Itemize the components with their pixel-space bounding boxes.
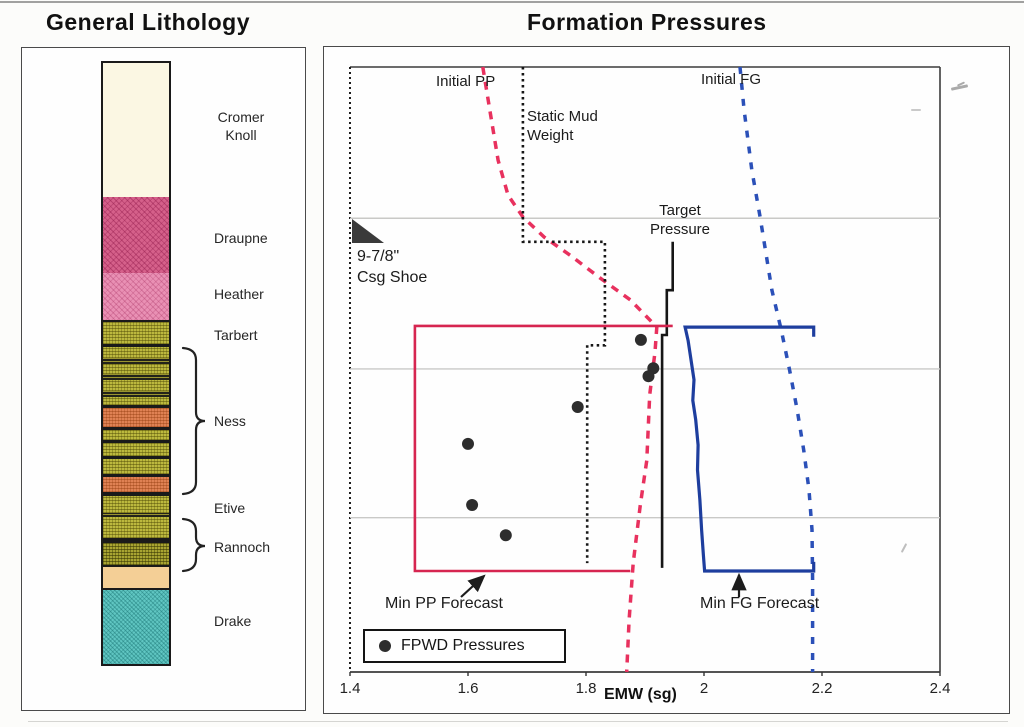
x-tick-label: 2.2 <box>811 680 833 697</box>
pressures-panel <box>323 46 1010 714</box>
lith-band-olive <box>103 364 169 374</box>
target-pressure-label: Target Pressure <box>649 202 711 238</box>
lith-band-cream <box>103 63 169 197</box>
fpwd-pressure-point <box>634 333 647 346</box>
series-target_pressure <box>660 241 675 568</box>
formation-label: Tarbert <box>214 327 258 343</box>
scan-artifact-bottom-edge <box>28 721 1008 722</box>
lith-band-dark <box>103 358 169 364</box>
lith-band-olive <box>103 380 169 391</box>
formation-brace-icon <box>181 517 206 573</box>
lith-band-orange <box>103 477 169 492</box>
x-tick-label: 1.6 <box>457 680 479 697</box>
lith-band-sep <box>103 320 169 322</box>
formation-brace-icon <box>181 346 206 496</box>
lith-band-sep <box>103 405 169 408</box>
lith-band-dark <box>103 374 169 380</box>
lith-band-olive <box>103 430 169 440</box>
lith-band-sep <box>103 588 169 590</box>
lith-band-dark <box>103 513 169 517</box>
lith-band-dark <box>103 391 169 397</box>
min-pp-arrow-icon <box>460 574 486 598</box>
csg-shoe-label: 9-7/8" Csg Shoe <box>357 248 428 286</box>
initial-fg-label: Initial FG <box>701 71 762 88</box>
fpwd-pressure-point <box>466 499 479 511</box>
formation-label: Draupne <box>214 230 268 246</box>
lith-band-sep <box>103 427 169 430</box>
x-tick-label: 1.8 <box>575 680 597 697</box>
legend: FPWD Pressures <box>363 629 566 663</box>
formation-label: Ness <box>214 413 246 429</box>
static-mud-weight-label: Static Mud Weight <box>527 108 598 144</box>
series-static_mud_weight <box>521 67 607 564</box>
lith-band-olive <box>103 496 169 513</box>
pressures-title: Formation Pressures <box>527 9 767 35</box>
casing-shoe-icon <box>352 219 384 243</box>
series-min_fg_forecast <box>683 325 816 573</box>
initial-pp-label: Initial PP <box>436 73 496 90</box>
lith-band-sep <box>103 538 169 543</box>
lith-band-sep <box>103 565 169 567</box>
formation-label: Etive <box>214 500 246 516</box>
lith-band-pink_light <box>103 273 169 320</box>
fpwd-dot-icon <box>379 640 391 652</box>
fpwd-pressure-point <box>571 401 584 413</box>
lith-band-olive <box>103 459 169 474</box>
x-tick-label: 2.4 <box>929 680 951 697</box>
lith-band-sep <box>103 344 169 347</box>
formation-label: Cromer Knoll <box>217 109 265 143</box>
formation-label: Drake <box>214 613 252 629</box>
lith-band-olive <box>103 322 169 344</box>
min-fg-forecast-label: Min FG Forecast <box>700 595 820 612</box>
fpwd-pressure-point <box>499 529 512 542</box>
x-axis-title: EMW (sg) <box>604 686 677 703</box>
scan-artifact-top-edge <box>0 1 1024 3</box>
lith-band-orange <box>103 408 169 427</box>
lith-band-sep <box>103 440 169 443</box>
formation-label: Heather <box>214 286 264 302</box>
lith-band-teal <box>103 590 169 664</box>
legend-label: FPWD Pressures <box>401 637 525 654</box>
lith-band-olive_dark <box>103 543 169 565</box>
lith-band-pink_dark <box>103 197 169 273</box>
x-tick-label: 2 <box>699 680 709 697</box>
series-min_pp_forecast <box>413 324 673 573</box>
fpwd-pressure-point <box>642 370 655 383</box>
lith-band-olive <box>103 347 169 358</box>
lith-band-sep <box>103 456 169 459</box>
series-initial_pp <box>481 66 659 673</box>
scan-artifact <box>911 109 921 111</box>
lithology-column <box>101 61 171 666</box>
lithology-title: General Lithology <box>46 9 251 35</box>
lith-band-olive <box>103 443 169 456</box>
lith-band-olive <box>103 517 169 538</box>
lith-band-sep <box>103 492 169 496</box>
lith-band-tan <box>103 567 169 588</box>
lith-band-sep <box>103 474 169 477</box>
min-pp-forecast-label: Min PP Forecast <box>385 595 503 612</box>
formation-label: Rannoch <box>214 539 271 555</box>
x-tick-label: 1.4 <box>339 680 361 697</box>
fpwd-pressure-point <box>462 437 474 450</box>
lith-band-olive <box>103 397 169 405</box>
